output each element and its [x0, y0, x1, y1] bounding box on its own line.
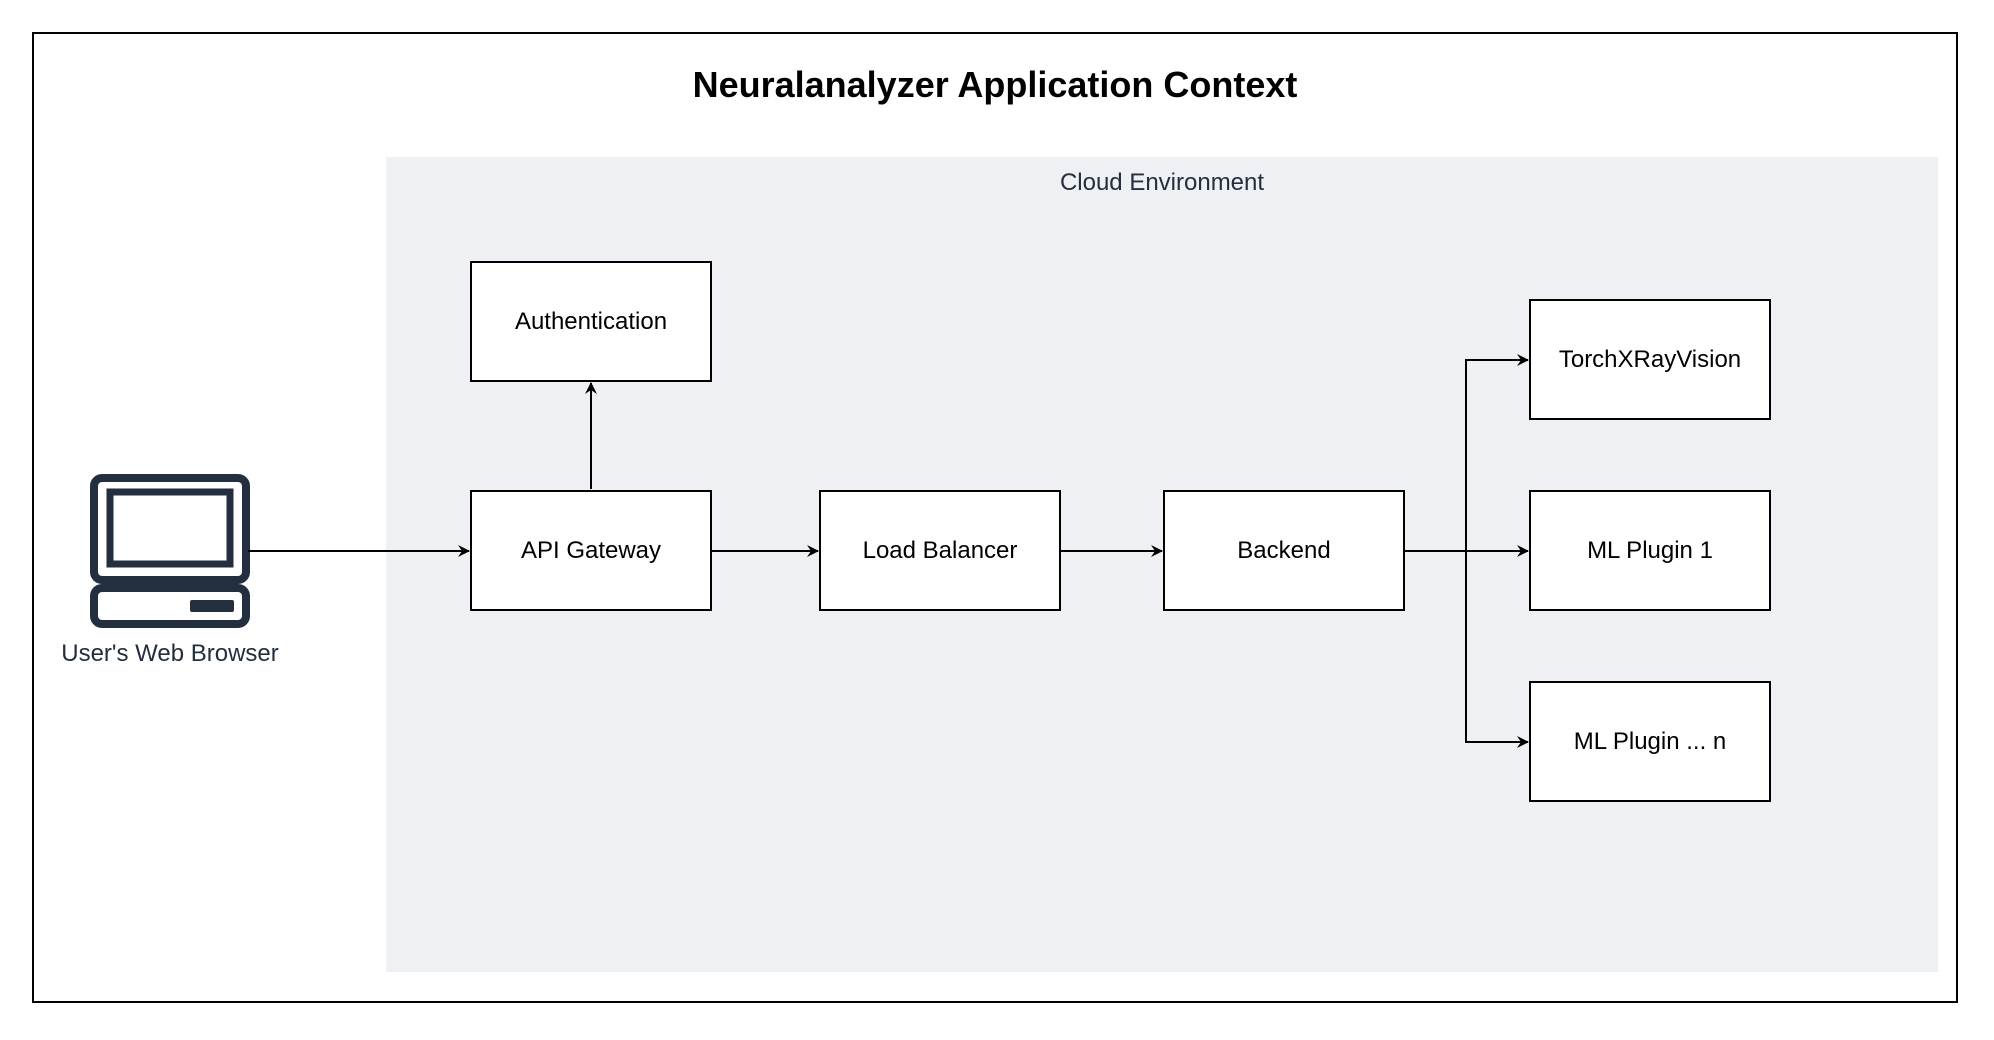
ml-plugin-n-node: ML Plugin ... n — [1529, 681, 1771, 802]
diagram-frame — [32, 32, 1958, 1003]
api-gateway-node: API Gateway — [470, 490, 712, 611]
arrow-backend-to-torchxrayvision — [1405, 354, 1529, 552]
computer-icon — [90, 474, 250, 630]
cloud-environment-label: Cloud Environment — [1059, 169, 1265, 196]
torchxrayvision-node: TorchXRayVision — [1529, 299, 1771, 420]
backend-node: Backend — [1163, 490, 1405, 611]
browser-label: User's Web Browser — [61, 640, 279, 667]
diagram-title: Neuralanalyzer Application Context — [692, 64, 1298, 105]
ml-plugin-1-node: ML Plugin 1 — [1529, 490, 1771, 611]
authentication-node: Authentication — [470, 261, 712, 382]
arrow-backend-to-ml-plugin-n — [1405, 550, 1529, 748]
load-balancer-node: Load Balancer — [819, 490, 1061, 611]
